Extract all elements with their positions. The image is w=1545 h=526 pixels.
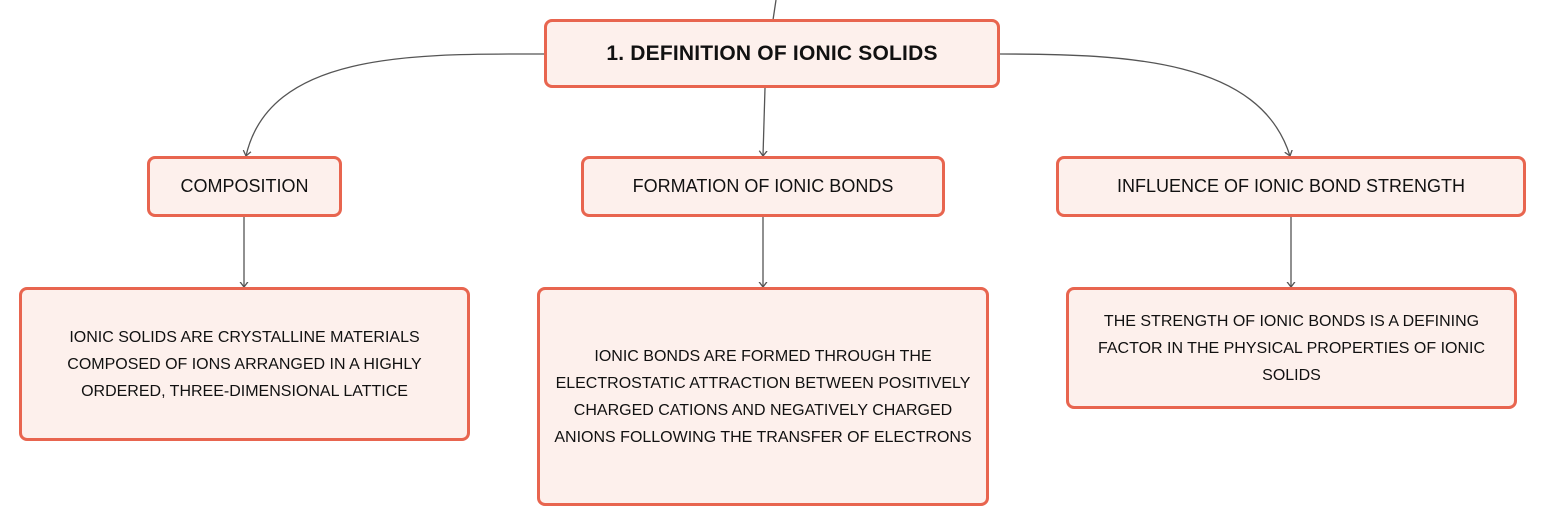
branch-node-label: COMPOSITION (180, 176, 309, 196)
detail-node-influence[interactable]: THE STRENGTH OF IONIC BONDS IS A DEFININ… (1066, 287, 1517, 409)
branch-node-composition[interactable]: COMPOSITION (147, 156, 342, 217)
detail-node-text: IONIC SOLIDS ARE CRYSTALLINE MATERIALS C… (67, 328, 422, 400)
incoming-connector (772, 0, 777, 21)
root-node[interactable]: 1. DEFINITION OF IONIC SOLIDS (544, 19, 1000, 88)
detail-node-text: IONIC BONDS ARE FORMED THROUGH THE ELECT… (554, 347, 972, 446)
root-to-formation-connector (763, 87, 765, 156)
detail-node-text: THE STRENGTH OF IONIC BONDS IS A DEFININ… (1097, 312, 1486, 384)
branch-node-influence[interactable]: INFLUENCE OF IONIC BOND STRENGTH (1056, 156, 1526, 217)
branch-node-label: INFLUENCE OF IONIC BOND STRENGTH (1116, 176, 1466, 196)
branch-node-label: FORMATION OF IONIC BONDS (632, 176, 894, 196)
root-node-label: 1. DEFINITION OF IONIC SOLIDS (606, 41, 938, 65)
branch-node-formation[interactable]: FORMATION OF IONIC BONDS (581, 156, 945, 217)
detail-node-formation[interactable]: IONIC BONDS ARE FORMED THROUGH THE ELECT… (537, 287, 989, 506)
root-to-composition-connector (246, 53, 546, 156)
root-to-influence-connector (999, 53, 1290, 156)
detail-node-composition[interactable]: IONIC SOLIDS ARE CRYSTALLINE MATERIALS C… (19, 287, 470, 441)
